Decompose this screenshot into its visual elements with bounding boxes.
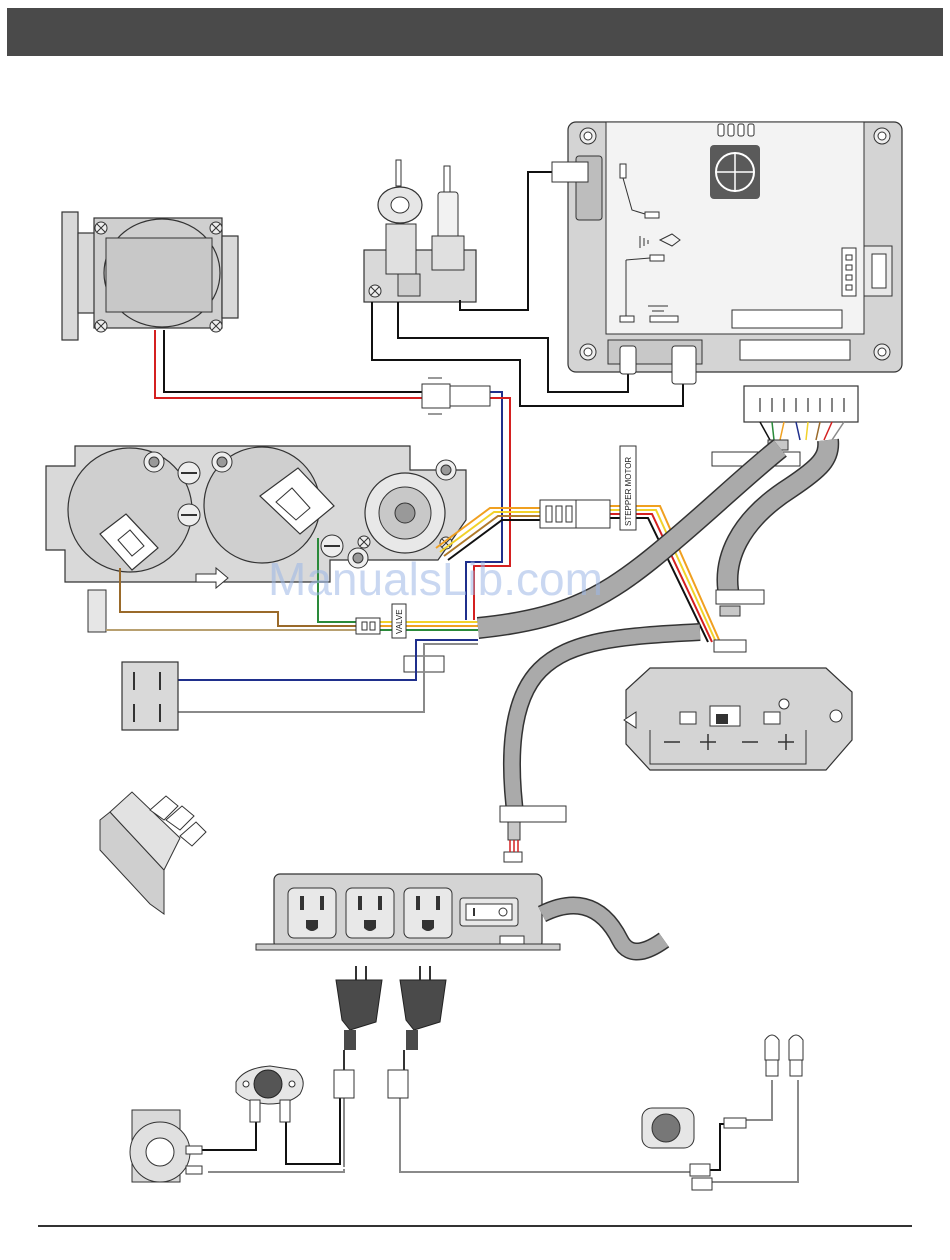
battery-pack (624, 668, 852, 770)
wires-switch (170, 640, 478, 712)
footer-rule (38, 1225, 912, 1227)
snap-disc-icon (236, 1066, 303, 1122)
combustion-blower-icon (130, 1110, 202, 1182)
inline-connector (334, 1070, 408, 1098)
push-button-icon (642, 1108, 746, 1190)
igniter-pilot-assembly (364, 160, 476, 302)
brand-logo-icon (710, 145, 760, 199)
stepper-motor-label: STEPPER MOTOR (624, 457, 633, 526)
stepper-motor-connector: STEPPER MOTOR (540, 446, 636, 530)
outlet (346, 888, 394, 938)
outlet (288, 888, 336, 938)
watermark-text: ManualsLib.com (268, 553, 603, 605)
three-pin-connector (504, 822, 522, 862)
light-bulb-icon (765, 1035, 803, 1076)
power-switch (460, 898, 518, 926)
outlet (404, 888, 452, 938)
rocker-switch (122, 662, 178, 730)
power-outlet-strip (256, 874, 664, 952)
valve-label: VALVE (395, 609, 404, 634)
combustion-blower-module (62, 212, 238, 340)
plug-icon (336, 966, 446, 1050)
control-board (568, 122, 902, 372)
plug-connector (422, 378, 490, 414)
valve-connector: VALVE (356, 604, 444, 672)
switch-illustration (100, 792, 206, 914)
